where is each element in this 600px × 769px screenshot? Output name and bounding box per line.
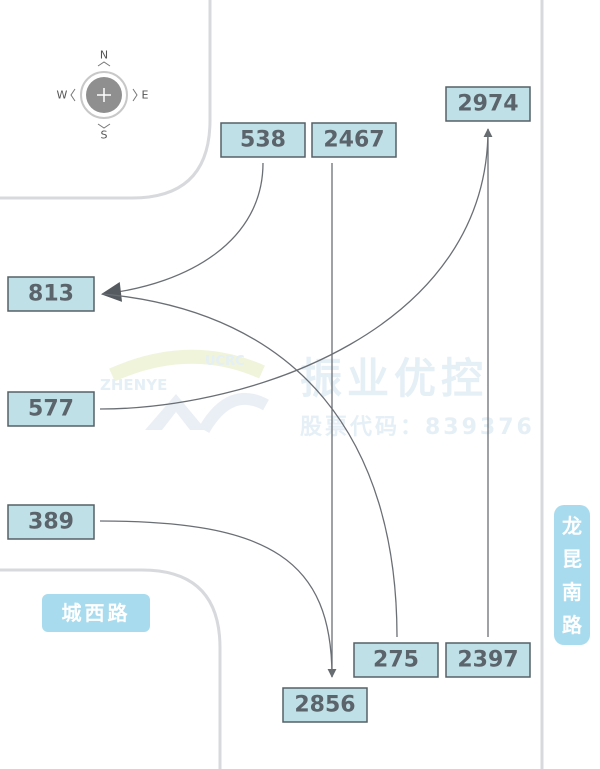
count-s-left: 275 xyxy=(373,648,419,673)
compass-chevron-w xyxy=(70,88,76,102)
road-curbs xyxy=(0,0,544,769)
count-w-left: 577 xyxy=(28,397,74,422)
compass-chevron-e xyxy=(132,88,138,102)
count-w-right: 389 xyxy=(28,510,74,535)
street-name-east-char-1: 龙 xyxy=(562,514,582,538)
count-w-exit: 813 xyxy=(28,282,74,307)
compass-e: E xyxy=(142,89,149,102)
flow-west-right xyxy=(99,520,333,678)
flow-arrows xyxy=(99,128,493,678)
flow-south-left xyxy=(102,293,398,638)
count-box-s-left: 275 xyxy=(353,642,439,678)
count-box-n-exit: 2974 xyxy=(445,86,531,122)
watermark-stock: 股票代码：839376 xyxy=(300,415,535,440)
street-name-east-char-4: 路 xyxy=(562,613,583,637)
watermark: ZHENYE UCRC 振业优控 股票代码：839376 xyxy=(100,349,535,440)
count-n-through: 2467 xyxy=(323,128,384,153)
curb-southwest xyxy=(0,568,222,769)
count-box-w-right: 389 xyxy=(7,504,95,540)
count-box-w-left: 577 xyxy=(7,391,95,427)
street-name-east-char-3: 南 xyxy=(562,580,582,604)
count-n-left: 538 xyxy=(240,128,286,153)
compass-ring xyxy=(80,71,128,119)
compass: N S W E xyxy=(57,49,149,142)
count-box-n-left: 538 xyxy=(220,122,306,158)
compass-s: S xyxy=(101,129,108,142)
compass-n: N xyxy=(100,49,108,62)
street-label-east: 龙 昆 南 路 xyxy=(554,505,590,645)
count-box-w-exit: 813 xyxy=(7,276,95,312)
street-name-east-char-2: 昆 xyxy=(562,547,582,571)
watermark-arc-text: UCRC xyxy=(205,354,245,369)
count-n-exit: 2974 xyxy=(457,92,518,117)
watermark-logo: ZHENYE UCRC xyxy=(100,349,269,434)
count-s-through: 2397 xyxy=(457,648,518,673)
flow-north-left xyxy=(101,162,264,302)
street-name-west: 城西路 xyxy=(62,601,131,625)
compass-chevron-n xyxy=(97,61,111,67)
watermark-latin: ZHENYE xyxy=(100,376,167,394)
compass-w: W xyxy=(57,89,68,102)
count-box-n-through: 2467 xyxy=(311,122,397,158)
street-label-west: 城西路 xyxy=(42,594,150,632)
curb-northwest xyxy=(0,0,212,200)
count-box-s-through: 2397 xyxy=(445,642,531,678)
count-s-exit: 2856 xyxy=(294,693,355,718)
count-box-s-exit: 2856 xyxy=(282,687,368,723)
compass-cross-icon xyxy=(97,88,111,102)
watermark-company: 振业优控 xyxy=(300,354,488,403)
flow-west-left xyxy=(99,128,493,410)
compass-chevron-s xyxy=(97,123,111,129)
